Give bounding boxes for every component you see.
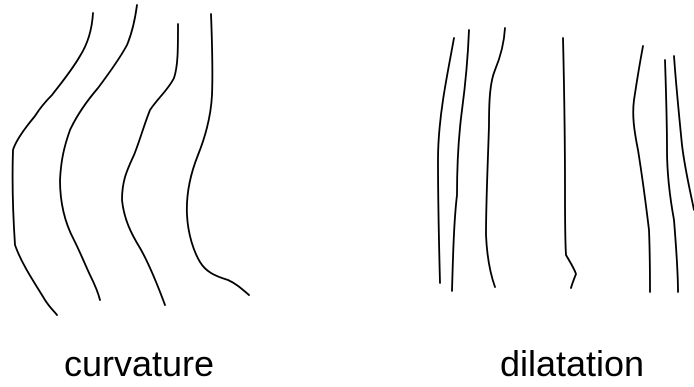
dilatation-line-2 bbox=[452, 30, 469, 291]
curvature-line-2 bbox=[60, 5, 137, 300]
curvature-line-4 bbox=[187, 14, 249, 295]
dilatation-line-3 bbox=[486, 28, 505, 287]
curvature-label: curvature bbox=[58, 346, 220, 382]
curvature-line-1 bbox=[13, 13, 93, 315]
dilatation-line-4 bbox=[563, 38, 576, 288]
dilatation-line-7 bbox=[674, 56, 694, 210]
dilatation-label: dilatation bbox=[484, 346, 660, 382]
dilatation-line-5 bbox=[633, 46, 650, 292]
dilatation-line-6 bbox=[665, 60, 678, 292]
dilatation-line-1 bbox=[438, 38, 454, 283]
dilatation-panel bbox=[438, 28, 694, 292]
curvature-panel bbox=[13, 5, 249, 315]
curvature-line-3 bbox=[122, 24, 178, 305]
